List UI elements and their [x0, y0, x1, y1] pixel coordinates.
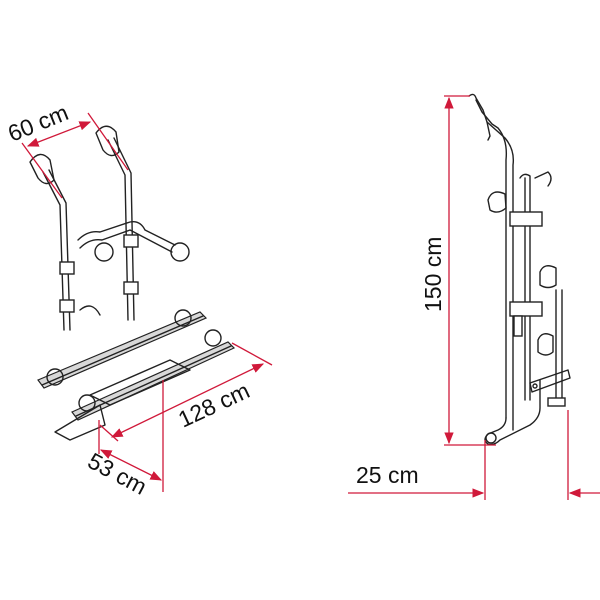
right-upright-arm: [95, 125, 139, 321]
dimension-label: 53 cm: [84, 447, 152, 499]
dimension-25cm: 25 cm: [348, 410, 600, 500]
frame-holder-bar: [77, 220, 190, 316]
wheel-strap: [46, 368, 64, 386]
left-arm-clamp: [29, 153, 55, 185]
top-clamp: [534, 171, 552, 187]
foot-pad: [485, 432, 497, 444]
strap-upper: [487, 191, 507, 213]
end-cap: [547, 397, 566, 407]
strap-lower: [537, 333, 554, 356]
perspective-view: 60 cm 128 cm 53 cm: [4, 99, 273, 500]
wheel-strap: [78, 394, 96, 412]
dimension-label: 128 cm: [174, 377, 253, 432]
lower-bracket: [509, 301, 543, 317]
support-strut: [529, 369, 571, 393]
dimension-label: 60 cm: [4, 99, 72, 147]
frame-strap-right: [170, 242, 190, 262]
dimension-60cm: 60 cm: [4, 99, 129, 199]
wheel-strap: [204, 329, 222, 347]
wheel-strap: [174, 309, 192, 327]
spare-strap: [79, 305, 101, 316]
dimension-label: 150 cm: [420, 237, 446, 312]
left-upright-arm: [29, 153, 75, 331]
top-hook: [486, 121, 491, 141]
frame-strap-left: [94, 242, 114, 262]
side-rear-tube: [519, 173, 566, 407]
side-view: 150 cm 25 cm: [348, 93, 600, 500]
dimension-label: 25 cm: [356, 462, 419, 488]
right-arm-clamp: [95, 125, 120, 157]
side-upright: [468, 93, 541, 446]
strap-middle: [539, 265, 557, 289]
dimension-150cm: 150 cm: [420, 95, 496, 446]
rear-bracket: [54, 404, 106, 441]
side-clamps: [487, 171, 571, 393]
upper-bracket: [509, 211, 543, 227]
